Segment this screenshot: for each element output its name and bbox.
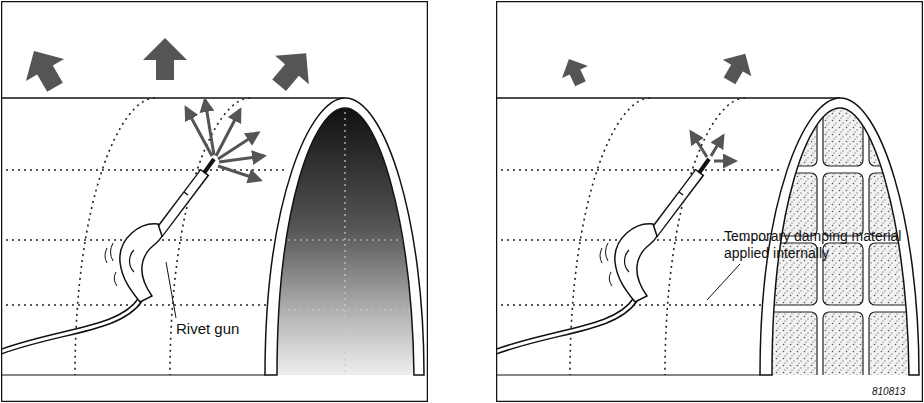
panel-undamped (1, 2, 428, 402)
part-label: Temporary damping material applied inter… (724, 228, 924, 262)
panel-damped (495, 2, 923, 402)
part-label: Rivet gun (176, 320, 296, 338)
figure-number: 810813 (872, 386, 924, 398)
